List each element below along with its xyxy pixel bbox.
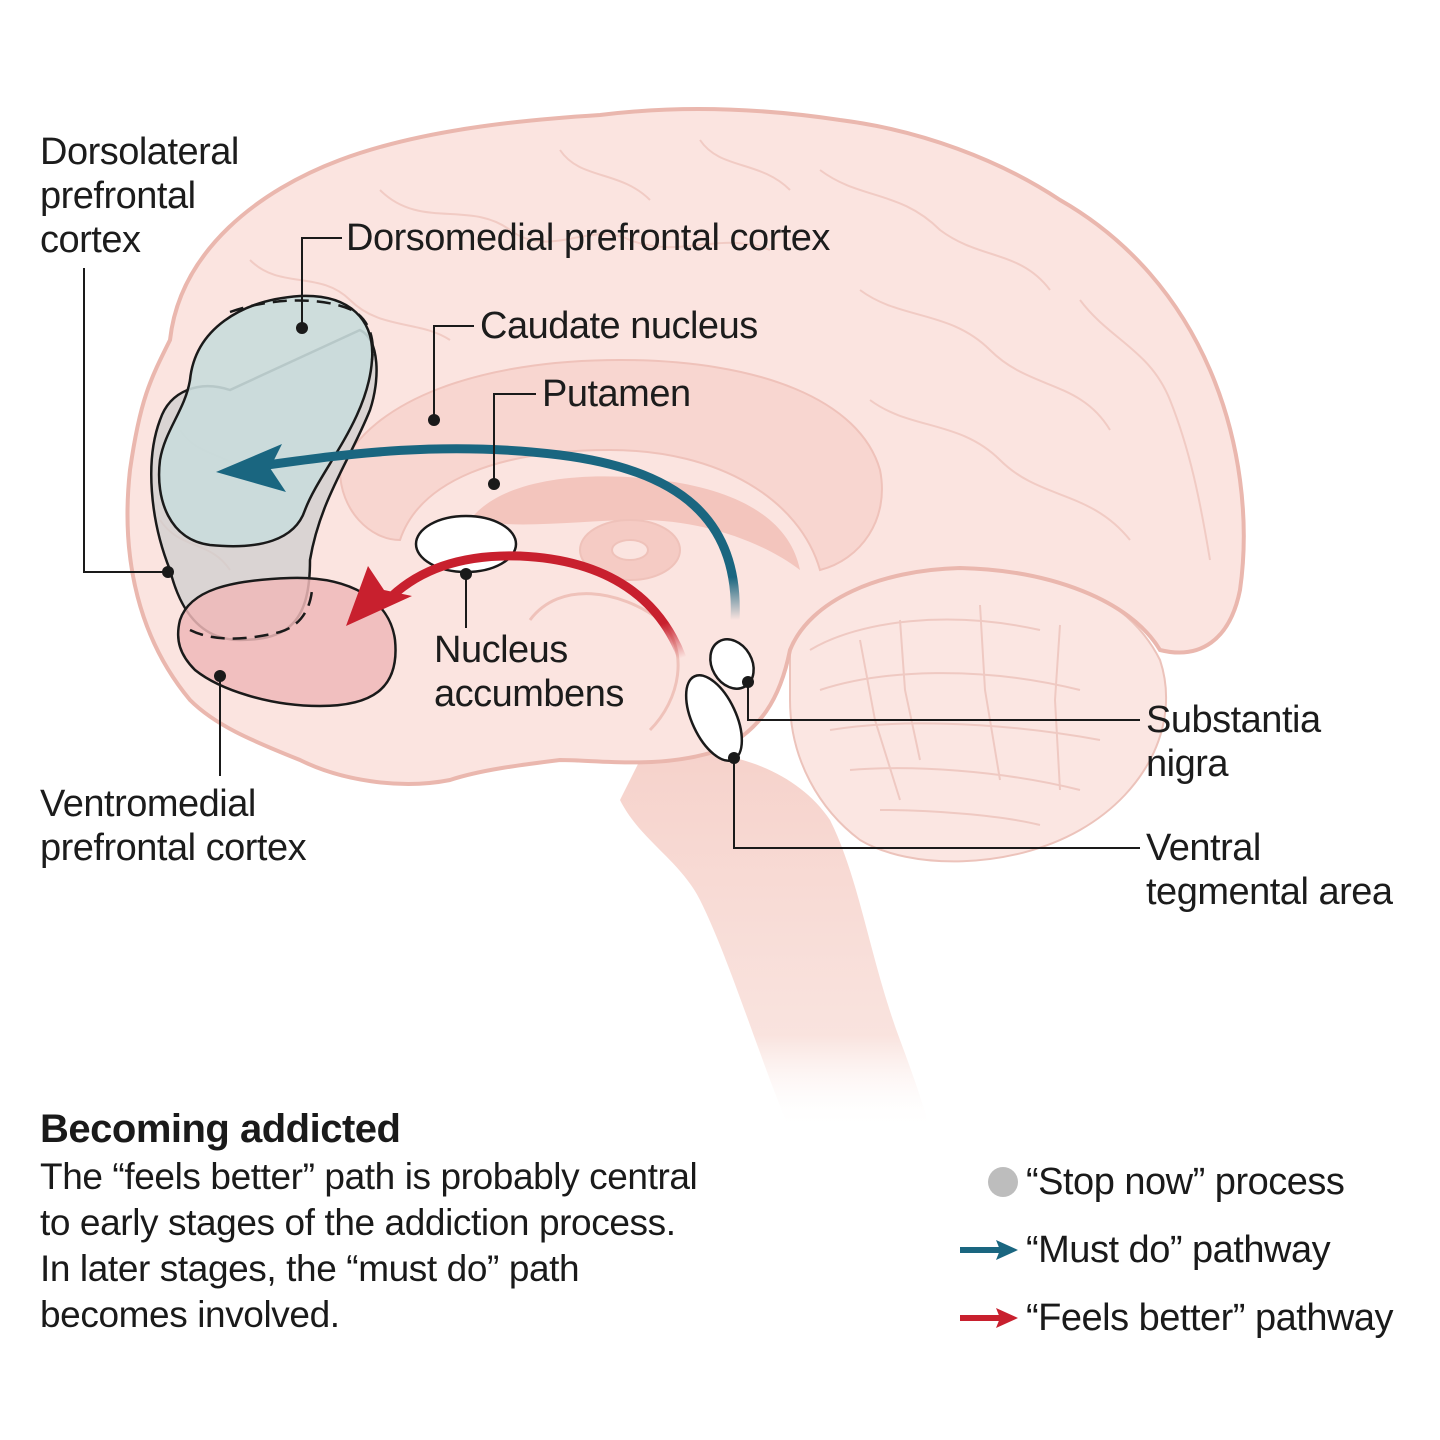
brain-stem	[620, 752, 930, 1130]
label-putamen: Putamen	[542, 373, 691, 415]
label-dorsomedial-prefrontal-cortex: Dorsomedial prefrontal cortex	[346, 217, 830, 259]
feels-better-pathway-arrow	[388, 551, 687, 660]
label-caudate-nucleus: Caudate nucleus	[480, 305, 758, 347]
legend: “Stop now” process “Must do” pathway “Fe…	[950, 1148, 1430, 1352]
must-do-pathway-arrow	[259, 444, 740, 621]
legend-item-must-do: “Must do” pathway	[950, 1216, 1430, 1284]
leader-lines	[83, 237, 1140, 849]
caption-title: Becoming addicted	[40, 1107, 401, 1151]
cerebellum	[789, 566, 1168, 863]
caption-body: The “feels better” path is probably cent…	[40, 1156, 698, 1335]
ventromedial-prefrontal-cortex-region	[176, 576, 397, 708]
feels-better-arrow-icon	[960, 1308, 1018, 1328]
must-do-arrow-icon	[960, 1240, 1018, 1260]
stop-now-dot-icon	[988, 1167, 1018, 1197]
legend-item-feels-better: “Feels better” pathway	[950, 1284, 1430, 1352]
inner-structures	[338, 358, 883, 732]
feels-better-arrowhead	[346, 566, 412, 626]
dorsomedial-prefrontal-cortex-region	[157, 294, 374, 548]
caption: Becoming addicted The “feels better” pat…	[40, 1104, 800, 1338]
leader-dots	[162, 322, 754, 764]
must-do-arrowhead	[216, 444, 286, 492]
legend-item-stop-now: “Stop now” process	[950, 1148, 1430, 1216]
